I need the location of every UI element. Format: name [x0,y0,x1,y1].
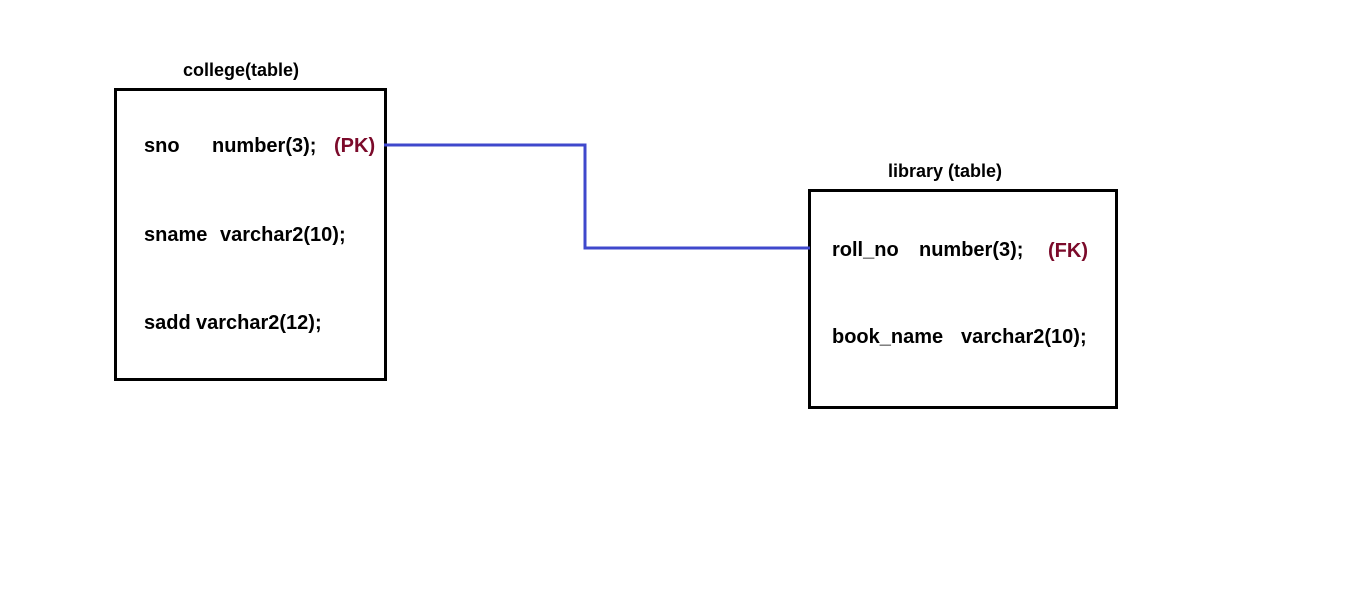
college-table: sno number(3); (PK) sname varchar2(10); … [114,88,387,381]
college-table-caption: college(table) [183,60,300,80]
library-table-caption: library (table) [888,161,1003,181]
library-field-book-name-name: book_name [832,326,944,348]
college-field-sno-type: number(3); [212,135,317,157]
library-foreign-key-label: (FK) [1048,240,1088,262]
library-field-book-name-type: varchar2(10); [961,326,1087,348]
college-field-sname-type: varchar2(10); [220,224,346,246]
library-table: roll_no number(3); (FK) book_name varcha… [808,189,1118,409]
connector-line [384,143,810,250]
college-field-sno-name: sno [144,135,180,157]
college-field-sadd-type: varchar2(12); [196,312,322,334]
library-field-roll-no-name: roll_no [832,239,899,261]
library-field-roll-no-type: number(3); [919,239,1024,261]
college-field-sname-name: sname [144,224,208,246]
college-field-sadd-name: sadd [144,312,191,334]
college-primary-key-label: (PK) [334,135,376,157]
